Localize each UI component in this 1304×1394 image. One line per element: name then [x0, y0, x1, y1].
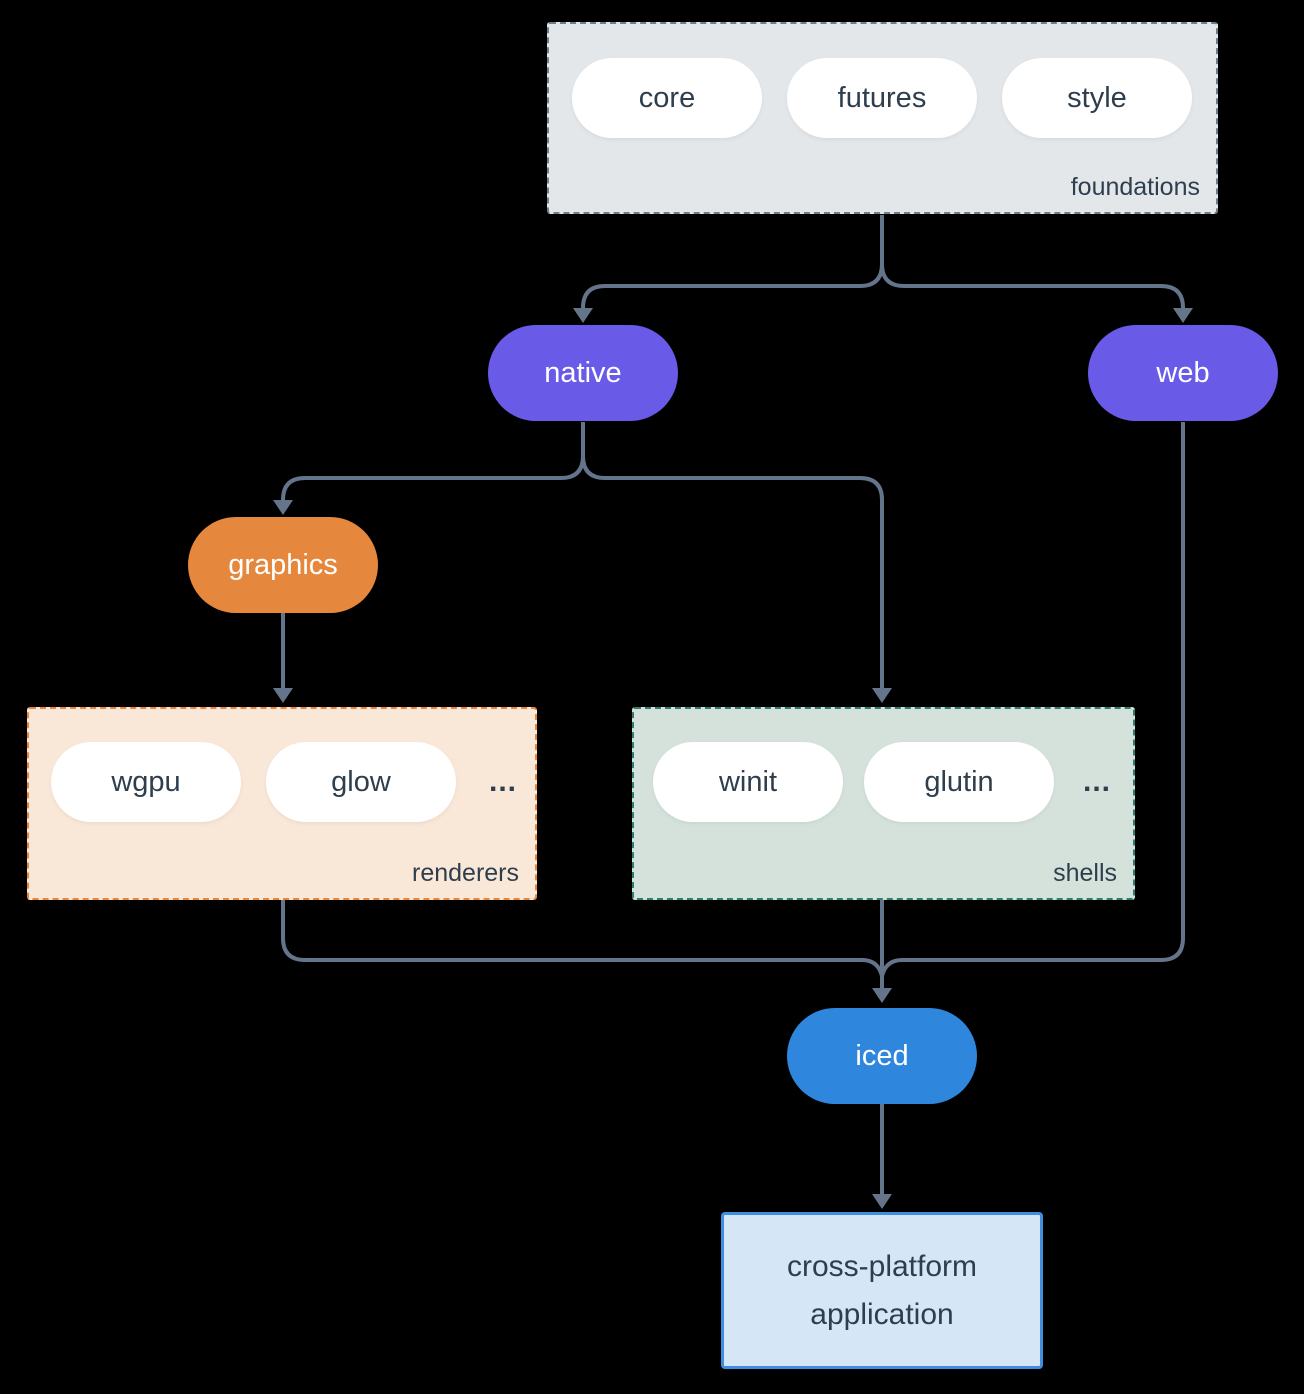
arrowhead-application: [872, 1194, 892, 1209]
edge-native-shells: [581, 455, 884, 688]
edge-foundations-web: [880, 263, 1185, 309]
foundations-group: core futures style foundations: [547, 22, 1218, 214]
shells-label: shells: [1053, 859, 1117, 887]
edge-renderers-iced: [281, 900, 884, 977]
edge-native-graphics: [281, 422, 585, 501]
pill-core: core: [572, 58, 762, 138]
renderers-ellipsis: ...: [489, 765, 518, 798]
arrowhead-graphics: [273, 500, 293, 515]
node-native: native: [488, 325, 678, 421]
shells-group: winit glutin ... shells: [632, 707, 1135, 900]
pill-wgpu: wgpu: [51, 742, 241, 822]
node-iced: iced: [787, 1008, 977, 1104]
arrowhead-web: [1173, 308, 1193, 323]
arrowhead-renderers: [273, 688, 293, 703]
pill-glutin: glutin: [864, 742, 1054, 822]
application-line2: application: [810, 1297, 954, 1331]
pill-winit: winit: [653, 742, 843, 822]
shells-pill-row: winit glutin ...: [653, 742, 1111, 822]
renderers-group: wgpu glow ... renderers: [27, 707, 537, 900]
pill-style: style: [1002, 58, 1192, 138]
application-line1: cross-platform: [786, 1249, 978, 1283]
pill-futures: futures: [787, 58, 977, 138]
shells-ellipsis: ...: [1083, 765, 1112, 798]
foundations-pill-row: core futures style: [572, 58, 1192, 138]
arrowhead-iced: [872, 988, 892, 1003]
edge-foundations-native: [581, 215, 884, 309]
node-graphics: graphics: [188, 517, 378, 613]
arrowhead-native: [573, 308, 593, 323]
application-box: cross-platform application: [721, 1212, 1043, 1369]
foundations-label: foundations: [1070, 173, 1200, 201]
arrowhead-shells: [872, 688, 892, 703]
renderers-pill-row: wgpu glow ...: [51, 742, 517, 822]
node-web: web: [1088, 325, 1278, 421]
pill-glow: glow: [266, 742, 456, 822]
renderers-label: renderers: [412, 859, 519, 887]
